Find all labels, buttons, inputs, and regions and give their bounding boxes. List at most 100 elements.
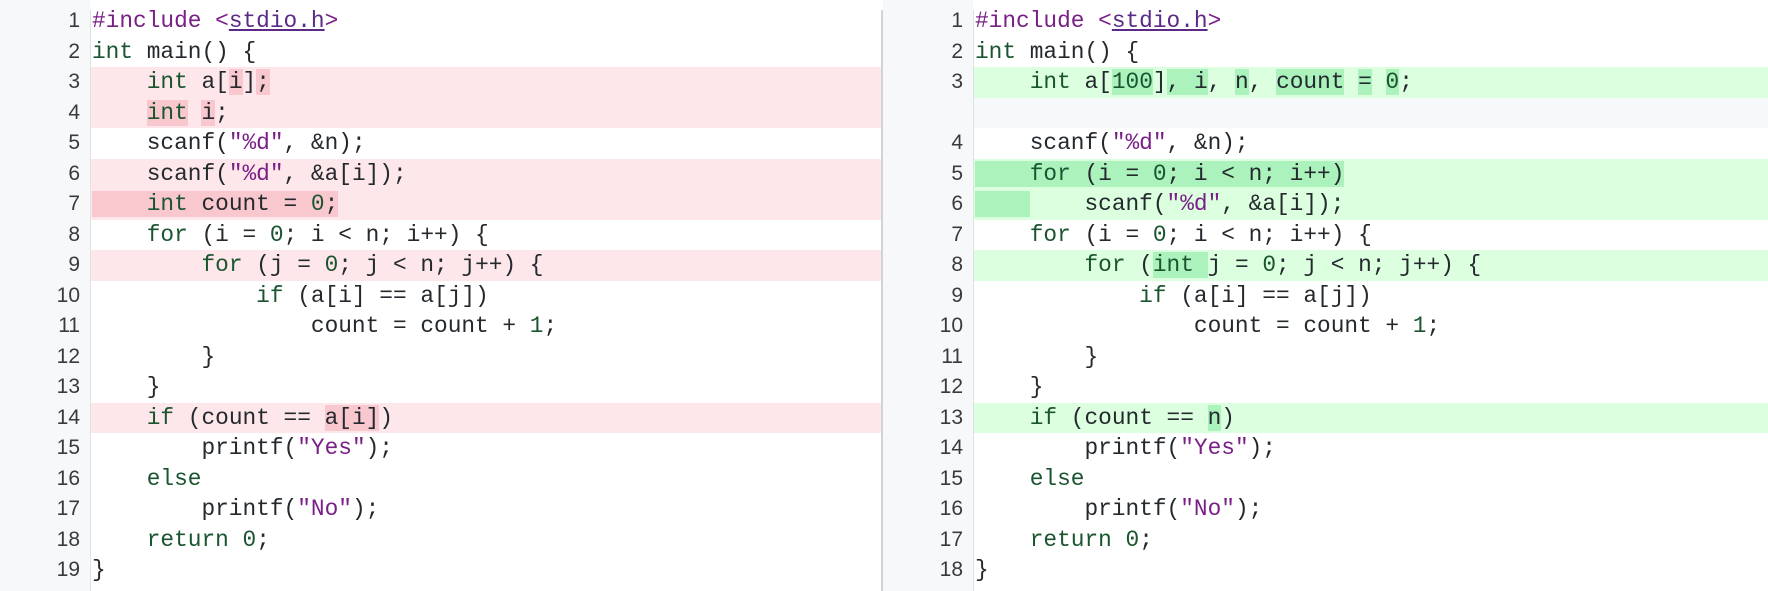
context-line[interactable]: 4 scanf("%d", &n); <box>883 128 1768 159</box>
context-line[interactable]: 18} <box>883 555 1768 586</box>
code-token <box>1112 527 1126 553</box>
code-token: ); <box>1248 435 1276 462</box>
code-token <box>92 527 147 553</box>
context-line[interactable]: 15 printf("Yes"); <box>0 433 881 464</box>
code-text: printf("Yes"); <box>975 433 1276 464</box>
code-token <box>92 191 147 218</box>
removed-line[interactable]: 6 scanf("%d", &a[i]); <box>0 158 881 190</box>
code-text: } <box>975 372 1044 403</box>
code-text: } <box>92 342 215 373</box>
code-text: if (a[i] == a[j]) <box>975 281 1372 312</box>
code-text: } <box>92 555 106 586</box>
context-line[interactable]: 1#include <stdio.h> <box>883 6 1768 37</box>
removed-line[interactable]: 14 if (count == a[i]) <box>0 402 881 433</box>
code-token: main() { <box>133 38 257 65</box>
context-line[interactable]: 12 } <box>0 342 881 373</box>
code-token: for <box>201 252 243 279</box>
code-token: "%d" <box>228 160 284 187</box>
context-line[interactable]: 11 } <box>883 342 1768 373</box>
code-text: printf("No"); <box>975 494 1262 525</box>
code-token <box>92 100 147 126</box>
context-line[interactable]: 10 count = count + 1; <box>883 311 1768 342</box>
context-line[interactable]: 10 if (a[i] == a[j]) <box>0 281 881 312</box>
code-token: a[ <box>1070 69 1112 96</box>
context-line[interactable]: 8 for (i = 0; i < n; i++) { <box>0 220 881 251</box>
code-token <box>229 527 243 553</box>
code-token: count = <box>187 191 311 218</box>
context-line[interactable]: 16 else <box>0 464 881 495</box>
code-text: if (count == n) <box>975 403 1235 434</box>
code-token: else <box>1029 465 1085 492</box>
code-token <box>975 466 1030 492</box>
added-line[interactable]: 3 int a[100], i, n, count = 0; <box>883 67 1768 98</box>
added-line[interactable]: 13 if (count == n) <box>883 402 1768 434</box>
line-highlight <box>91 158 881 189</box>
code-token: n <box>1207 404 1222 431</box>
code-token: ; i < n; i++) <box>1166 160 1345 187</box>
code-token: ; i < n; i++) { <box>283 221 489 248</box>
code-token: "%d" <box>1111 130 1167 157</box>
removed-line[interactable]: 7 int count = 0; <box>0 189 881 220</box>
context-line[interactable]: 17 return 0; <box>883 525 1768 556</box>
code-text: scanf("%d", &n); <box>92 128 366 159</box>
code-token: , &n); <box>283 130 366 157</box>
added-line[interactable]: 8 for (int j = 0; j < n; j++) { <box>883 250 1768 281</box>
code-text: for (i = 0; i < n; i++) { <box>92 220 489 251</box>
line-number: 9 <box>68 253 80 277</box>
context-line[interactable]: 17 printf("No"); <box>0 494 881 525</box>
code-text: #include <stdio.h> <box>975 6 1221 37</box>
context-line[interactable]: 7 for (i = 0; i < n; i++) { <box>883 220 1768 251</box>
code-token: 1 <box>529 313 544 340</box>
code-token: ) <box>1221 404 1235 431</box>
context-line[interactable]: 9 if (a[i] == a[j]) <box>883 281 1768 312</box>
code-token: "Yes" <box>297 435 366 462</box>
code-text: int i; <box>92 98 229 129</box>
added-line[interactable]: 5 for (i = 0; i < n; i++) <box>883 158 1768 189</box>
code-text: } <box>975 555 989 586</box>
code-token: } <box>975 343 1099 370</box>
context-line[interactable]: 18 return 0; <box>0 525 881 556</box>
code-text: scanf("%d", &n); <box>975 128 1249 159</box>
code-token <box>92 252 201 278</box>
code-token: count = count + <box>975 313 1413 340</box>
code-token: ; <box>1426 313 1441 340</box>
code-token: ; j < n; j++) { <box>338 252 544 279</box>
line-highlight <box>974 189 1768 220</box>
removed-line[interactable]: 9 for (j = 0; j < n; j++) { <box>0 250 881 281</box>
code-token: for <box>1029 221 1071 248</box>
code-token: ) <box>379 404 394 431</box>
code-token <box>975 160 1030 187</box>
context-line[interactable]: 11 count = count + 1; <box>0 311 881 342</box>
context-line[interactable]: 5 scanf("%d", &n); <box>0 128 881 159</box>
added-line[interactable]: 6 scanf("%d", &a[i]); <box>883 189 1768 220</box>
code-token <box>975 191 1030 218</box>
context-line[interactable]: 1#include <stdio.h> <box>0 6 881 37</box>
code-token: } <box>92 374 161 401</box>
line-number: 13 <box>56 375 80 399</box>
code-token: ; i < n; i++) { <box>1166 221 1372 248</box>
context-line[interactable]: 13 } <box>0 372 881 403</box>
context-line[interactable]: 15 else <box>883 464 1768 495</box>
line-number: 12 <box>56 344 80 368</box>
code-token: count <box>1276 69 1345 96</box>
line-number: 10 <box>56 283 80 307</box>
removed-line[interactable]: 3 int a[i]; <box>0 67 881 98</box>
line-number: 16 <box>939 497 963 521</box>
right-gutter-border <box>973 10 974 591</box>
line-number: 17 <box>939 527 963 551</box>
context-line[interactable]: 14 printf("Yes"); <box>883 433 1768 464</box>
context-line[interactable]: 12 } <box>883 372 1768 403</box>
context-line[interactable]: 16 printf("No"); <box>883 494 1768 525</box>
context-line[interactable]: 19} <box>0 555 881 586</box>
code-token: } <box>975 374 1044 401</box>
line-number: 13 <box>939 405 963 429</box>
code-token: scanf( <box>1029 191 1167 218</box>
line-number: 2 <box>68 39 80 63</box>
removed-line[interactable]: 4 int i; <box>0 97 881 129</box>
line-number: 7 <box>951 222 963 246</box>
code-text: scanf("%d", &a[i]); <box>92 159 407 190</box>
code-text: if (a[i] == a[j]) <box>92 281 489 312</box>
pane-divider[interactable] <box>881 10 883 591</box>
